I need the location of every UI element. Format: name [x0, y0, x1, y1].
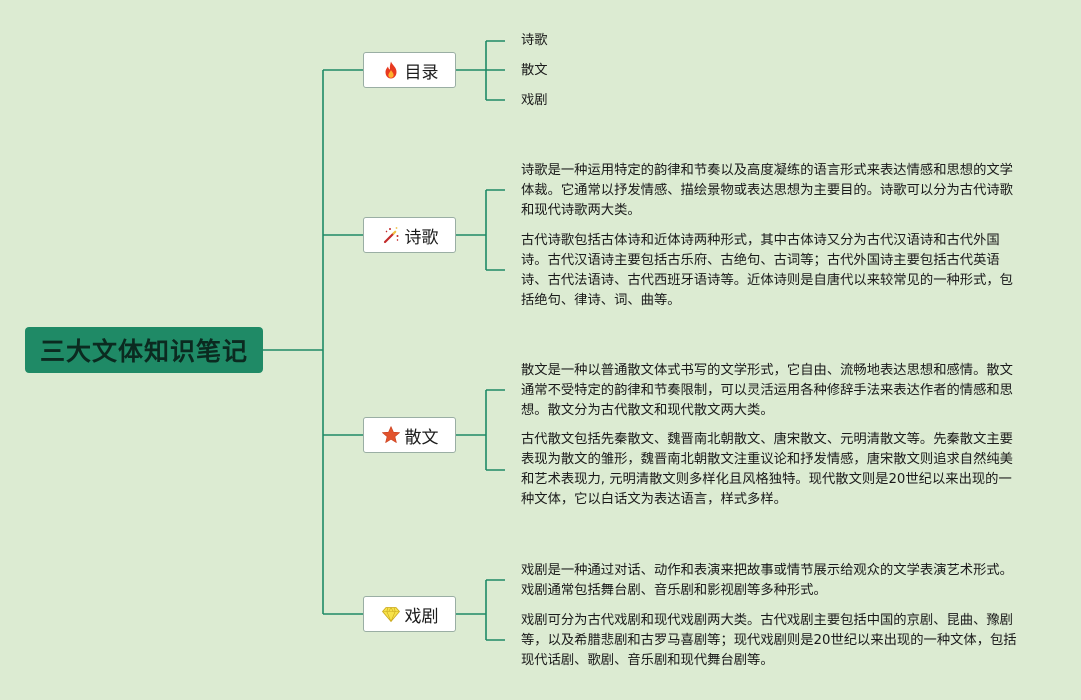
poetry-paragraph-2: 古代诗歌包括古体诗和近体诗两种形式，其中古体诗又分为古代汉语诗和古代外国诗。古代…: [521, 233, 1013, 308]
drama-paragraph-1: 戏剧是一种通过对话、动作和表演来把故事或情节展示给观众的文学表演艺术形式。戏剧通…: [521, 563, 1013, 598]
branch-poetry-label: 诗歌: [404, 227, 439, 248]
branch-toc[interactable]: 目录: [363, 52, 456, 88]
leaf-connector-drama: [456, 579, 505, 641]
branch-poetry[interactable]: 诗歌: [363, 217, 456, 253]
branch-drama[interactable]: 戏剧: [363, 596, 456, 632]
root-title: 三大文体知识笔记: [39, 337, 248, 366]
leaf-connector-prose: [456, 389, 505, 471]
prose-paragraph-2: 古代散文包括先秦散文、魏晋南北朝散文、唐宋散文、元明清散文等。先秦散文主要表现为…: [521, 432, 1013, 507]
toc-item-poetry[interactable]: 诗歌: [521, 33, 548, 48]
magic-wand-icon: [381, 225, 401, 245]
branch-prose[interactable]: 散文: [363, 417, 456, 453]
root-node[interactable]: 三大文体知识笔记: [25, 327, 263, 373]
drama-paragraph-2: 戏剧可分为古代戏剧和现代戏剧两大类。古代戏剧主要包括中国的京剧、昆曲、豫剧等，以…: [521, 613, 1017, 668]
prose-paragraph-1: 散文是一种以普通散文体式书写的文学形式，它自由、流畅地表达思想和感情。散文通常不…: [521, 363, 1013, 418]
branch-prose-label: 散文: [404, 427, 439, 448]
diamond-icon: [381, 604, 401, 624]
branch-drama-label: 戏剧: [404, 606, 439, 627]
toc-item-prose[interactable]: 散文: [521, 63, 548, 78]
poetry-paragraph-1: 诗歌是一种运用特定的韵律和节奏以及高度凝练的语言形式来表达情感和思想的文学体裁。…: [521, 163, 1013, 218]
leaf-connector-poetry: [456, 189, 505, 271]
branch-toc-label: 目录: [404, 62, 439, 83]
fire-icon: [381, 60, 401, 80]
star-icon: [381, 425, 401, 445]
toc-item-drama[interactable]: 戏剧: [521, 93, 548, 108]
leaf-connector-toc: [456, 40, 505, 101]
